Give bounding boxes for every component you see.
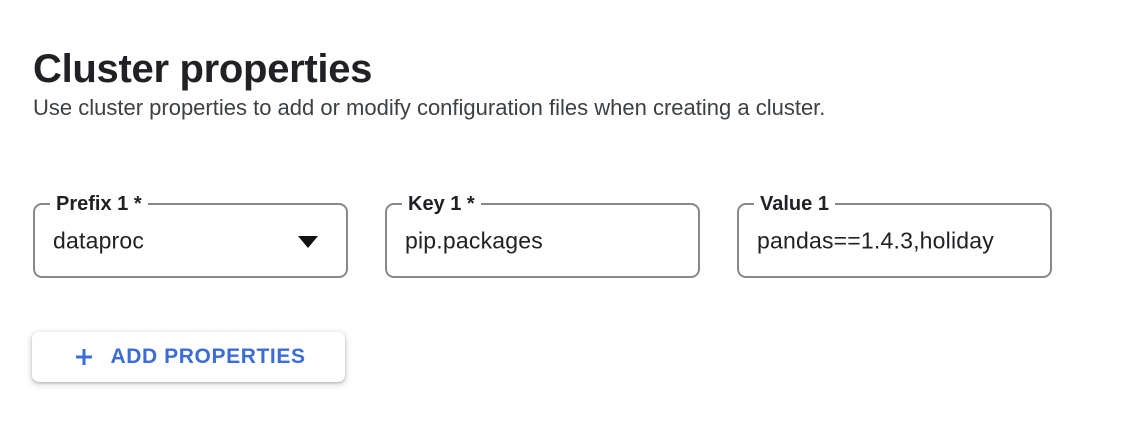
value-input-field[interactable]: Value 1 pandas==1.4.3,holiday bbox=[737, 192, 1052, 278]
add-properties-label: ADD PROPERTIES bbox=[110, 345, 306, 368]
prefix-field-value: dataproc bbox=[53, 227, 145, 253]
page-title: Cluster properties bbox=[33, 46, 373, 91]
dropdown-arrow-icon[interactable] bbox=[298, 235, 318, 248]
value-field-value: pandas==1.4.3,holiday bbox=[757, 227, 994, 253]
value-field-label: Value 1 bbox=[754, 192, 835, 216]
plus-icon bbox=[76, 348, 93, 366]
page-description: Use cluster properties to add or modify … bbox=[33, 95, 826, 120]
key-field-label: Key 1 * bbox=[402, 192, 481, 216]
prefix-select-field[interactable]: Prefix 1 * dataproc bbox=[33, 192, 348, 278]
key-field-value: pip.packages bbox=[405, 227, 543, 253]
key-input-field[interactable]: Key 1 * pip.packages bbox=[385, 192, 700, 278]
add-properties-button[interactable]: ADD PROPERTIES bbox=[32, 332, 345, 382]
prefix-field-label: Prefix 1 * bbox=[50, 192, 148, 216]
